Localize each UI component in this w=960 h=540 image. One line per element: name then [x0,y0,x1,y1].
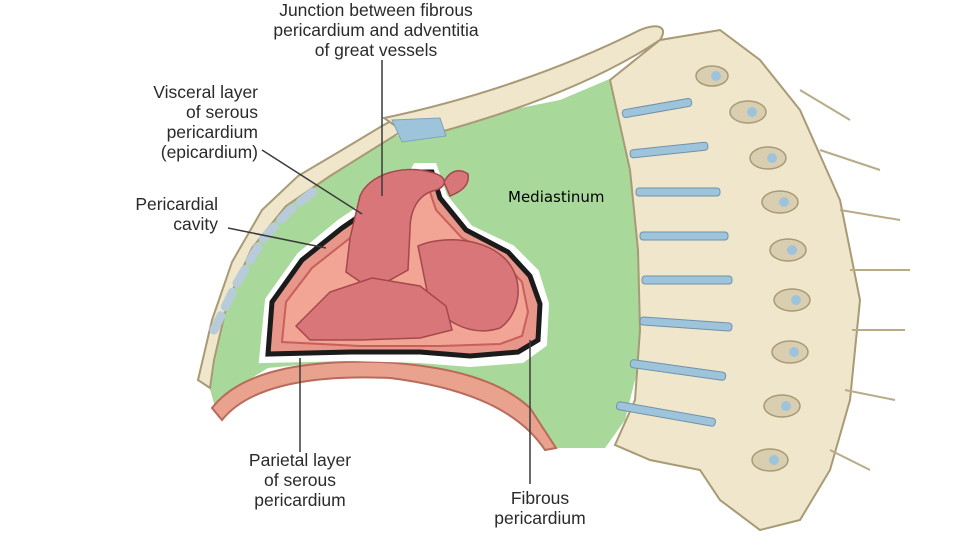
visceral-leader [261,149,363,215]
diaphragm [210,360,558,452]
label-visceral-layer: Visceral layer of serous pericardium (ep… [153,82,258,162]
label-pericardial-cavity: Pericardial cavity [135,194,218,234]
label-parietal-layer: Parietal layer of serous pericardium [248,450,352,510]
first-rib [381,25,665,138]
cavity-leader [227,227,327,249]
vertebral-column [608,28,910,532]
label-mediastinum: Mediastinum [508,188,605,206]
costal-cartilage [209,183,323,335]
leader-lines [227,60,531,484]
label-junction: Junction between fibrous pericardium and… [273,0,479,60]
rib-joint [391,117,447,143]
label-fibrous-pericardium: Fibrous pericardium [494,488,586,528]
heart [294,168,519,341]
